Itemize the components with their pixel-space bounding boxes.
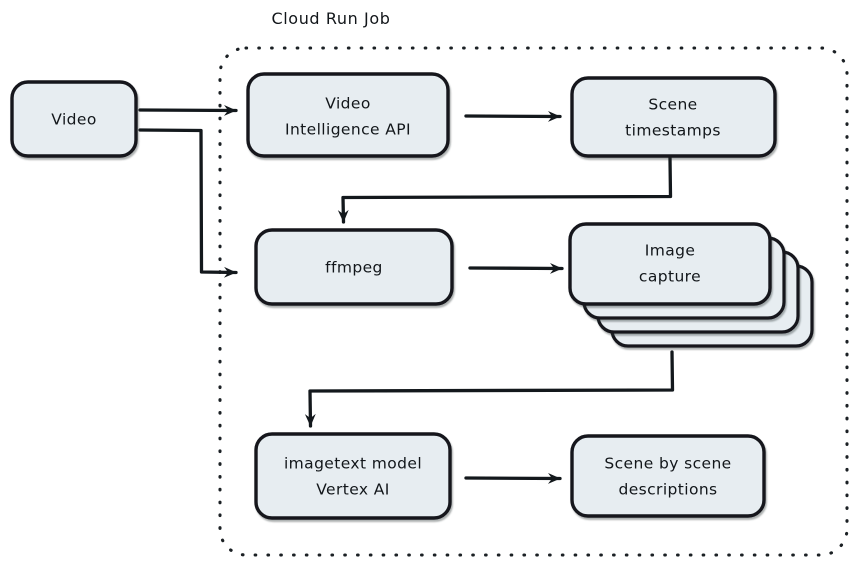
node-image-capture-label-line-1: Image xyxy=(645,242,696,260)
group-title-cloud-run-job: Cloud Run Job xyxy=(271,9,390,28)
edge-video-to-ffmpeg xyxy=(138,128,238,278)
node-scene-timestamps-shape xyxy=(570,76,777,158)
node-scene-by-scene-descriptions[interactable]: Scene by scene descriptions xyxy=(570,434,766,518)
node-scene-by-scene-descriptions-label-line-2: descriptions xyxy=(618,481,717,499)
node-video-intelligence-api[interactable]: Video Intelligence API xyxy=(246,72,450,158)
node-video-shape xyxy=(10,80,138,158)
node-image-capture-stack-card-1 xyxy=(568,222,772,306)
node-image-capture[interactable]: Image capture xyxy=(568,222,814,348)
node-scene-timestamps-label-line-2: timestamps xyxy=(625,122,721,140)
node-scene-timestamps-label-line-1: Scene xyxy=(648,96,697,114)
node-video-label-line-1: Video xyxy=(51,111,96,129)
node-video-intelligence-api-shape xyxy=(246,72,450,158)
node-imagetext-model-vertex-ai[interactable]: imagetext model Vertex AI xyxy=(254,432,452,520)
node-imagetext-model-vertex-ai-label-line-1: imagetext model xyxy=(284,455,422,473)
node-image-capture-label-line-2: capture xyxy=(639,268,701,286)
node-imagetext-model-vertex-ai-label-line-2: Vertex AI xyxy=(316,481,390,499)
edge-scene-timestamps-to-ffmpeg xyxy=(337,156,673,224)
edge-image-capture-to-imagetext xyxy=(304,350,675,428)
edge-video-to-vi-api xyxy=(138,105,238,116)
node-scene-timestamps[interactable]: Scene timestamps xyxy=(570,76,777,158)
node-scene-by-scene-descriptions-shape xyxy=(570,434,766,518)
edge-imagetext-to-descriptions xyxy=(464,473,562,484)
node-video-intelligence-api-label-line-1: Video xyxy=(325,95,370,113)
node-ffmpeg-label-line-1: ffmpeg xyxy=(325,259,383,277)
node-ffmpeg-shape xyxy=(254,228,454,306)
edge-ffmpeg-to-image-capture xyxy=(468,263,564,274)
node-ffmpeg[interactable]: ffmpeg xyxy=(254,228,454,306)
node-video-intelligence-api-label-line-2: Intelligence API xyxy=(285,121,411,139)
node-scene-by-scene-descriptions-label-line-1: Scene by scene xyxy=(604,455,731,473)
node-imagetext-model-vertex-ai-shape xyxy=(254,432,452,520)
node-video[interactable]: Video xyxy=(10,80,138,158)
edge-vi-api-to-scene-timestamps xyxy=(464,111,562,122)
